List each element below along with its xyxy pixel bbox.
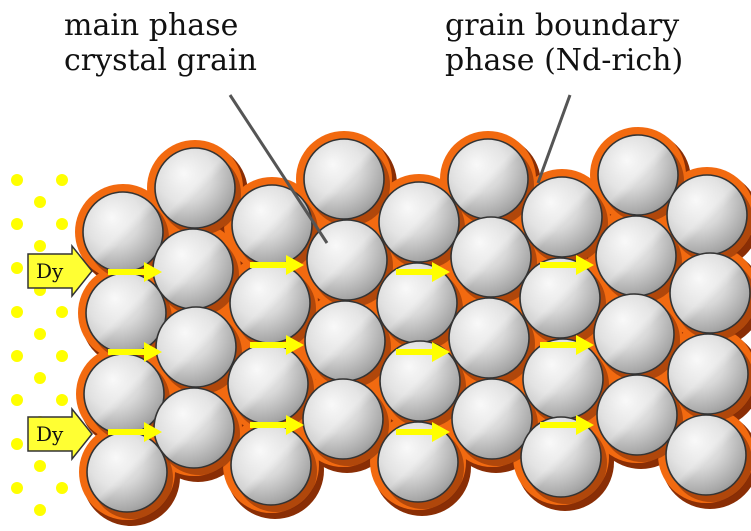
crystal-grain [666,174,748,256]
crystal-grain [519,257,601,339]
dy-arrow: Dy [27,406,93,462]
dy-dot [56,482,68,494]
diffusion-arrow [540,415,594,435]
crystal-grain [378,181,460,263]
crystal-grain [522,338,604,420]
grain-boundary-label-line-2: phase (Nd-rich) [445,43,684,78]
crystal-grain [667,333,749,415]
diffusion-arrow [396,262,450,282]
diffusion-arrow [540,335,594,355]
crystal-grain [86,431,168,513]
dy-arrow-label: Dy [36,259,64,283]
crystal-grain [450,216,532,298]
crystal-grain [665,414,747,496]
crystal-grain [82,191,164,273]
crystal-grain [303,138,385,220]
crystal-grain [230,424,312,506]
dy-dot [11,438,23,450]
diffusion-arrow [108,262,162,282]
dy-dot [11,394,23,406]
dy-source-dots [11,174,68,516]
dy-dot [11,174,23,186]
dy-dot [56,350,68,362]
dy-dot [34,328,46,340]
crystal-grain [85,272,167,354]
crystal-grain [447,138,529,220]
diffusion-arrow [250,415,304,435]
dy-dot [56,394,68,406]
grain-boundary-label-line-1: grain boundary [445,8,680,43]
dy-dot [56,306,68,318]
crystal-grain [520,416,602,498]
dy-dot [56,218,68,230]
grain-field [82,134,751,513]
dy-dot [34,196,46,208]
diffusion-arrow [108,422,162,442]
dy-dot [34,504,46,516]
diffusion-arrows [108,255,594,442]
crystal-grain [155,306,237,388]
diffusion-arrow [250,255,304,275]
diffusion-arrow [540,255,594,275]
crystal-grain [83,353,165,435]
dy-dot [34,240,46,252]
crystal-grain [669,252,751,334]
main-phase-leader-line [228,94,329,244]
crystal-grain [521,176,603,258]
crystal-grain [227,343,309,425]
crystal-grain [593,293,675,375]
crystal-grain [306,219,388,301]
crystal-grain [596,374,678,456]
dy-dot [11,262,23,274]
crystal-grain [451,378,533,460]
dy-dot [56,174,68,186]
dy-arrow: Dy [27,243,93,299]
dy-dot [11,350,23,362]
crystal-grain [597,134,679,216]
crystal-grain [229,262,311,344]
crystal-grain [379,340,461,422]
crystal-grain [304,300,386,382]
diffusion-arrow [396,342,450,362]
crystal-grain [377,421,459,503]
diffusion-arrow [108,342,162,362]
crystal-grain [152,228,234,310]
crystal-grain [595,215,677,297]
crystal-grain [153,387,235,469]
dy-dot [11,218,23,230]
dy-arrow-label: Dy [36,422,64,446]
diffusion-arrow [250,335,304,355]
grain-boundary-label: grain boundary phase (Nd-rich) [445,8,683,78]
dy-dot [34,372,46,384]
dy-dot [11,482,23,494]
main-phase-label: main phase crystal grain [64,8,257,78]
crystal-grain [154,147,236,229]
main-phase-label-line-1: main phase [64,8,239,43]
diffusion-arrow [396,422,450,442]
leader-lines [228,94,572,244]
crystal-grain [231,184,313,266]
crystal-grain [302,378,384,460]
dy-dot [34,460,46,472]
grain-boundary-leader-line [536,94,572,184]
main-phase-label-line-2: crystal grain [64,43,257,78]
crystal-grain [448,297,530,379]
dy-dot [11,306,23,318]
